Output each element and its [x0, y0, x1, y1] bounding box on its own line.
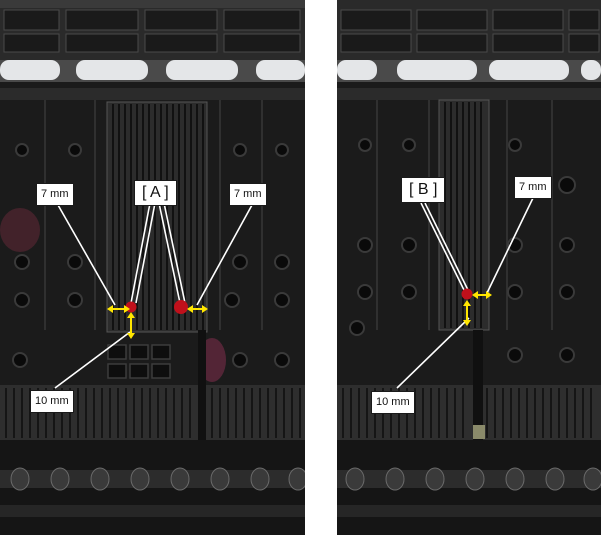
- leader-line-10mm: [54, 331, 131, 389]
- leader-line-A-3: [158, 202, 181, 304]
- leader-line-7mm-right-b: [486, 197, 534, 294]
- leader-line-7mm-right: [196, 204, 253, 306]
- leader-line-10mm-b: [396, 317, 470, 389]
- leader-line-A-1: [130, 202, 151, 304]
- leader-line-B-2: [424, 202, 469, 291]
- position-marker-a-right: [174, 300, 188, 314]
- label-7mm-right-b: 7 mm: [514, 176, 552, 199]
- leader-line-7mm-left: [57, 204, 116, 306]
- printer-photo-left: [0, 0, 305, 535]
- label-7mm-left: 7 mm: [36, 183, 74, 206]
- label-group-a: [ A ]: [134, 180, 177, 206]
- leader-line-A-2: [135, 202, 156, 304]
- leader-line-A-4: [163, 202, 186, 304]
- printer-interior-right-image: [337, 0, 601, 535]
- printer-photo-right: [337, 0, 601, 535]
- label-group-b: [ B ]: [401, 177, 446, 203]
- printer-interior-left-image: [0, 0, 305, 535]
- label-7mm-right: 7 mm: [229, 183, 267, 206]
- label-10mm: 10 mm: [30, 390, 74, 413]
- label-10mm-b: 10 mm: [371, 391, 415, 414]
- position-marker-b: [461, 288, 473, 300]
- leader-line-B-1: [420, 202, 465, 291]
